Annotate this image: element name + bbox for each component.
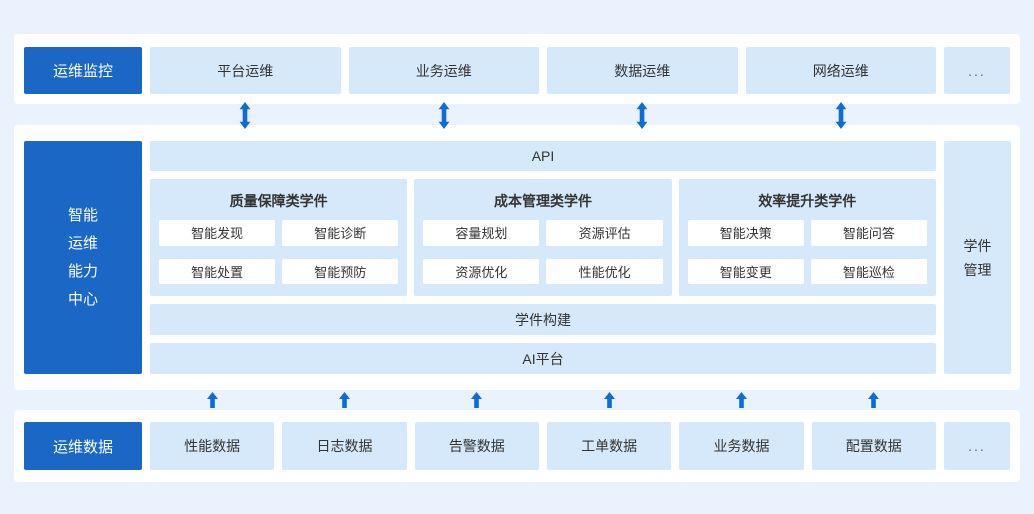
arrow-row-spacer [944,104,1010,125]
capability-cell: 智能决策 [687,220,804,246]
top-item-platform-ops: 平台运维 [150,47,341,94]
up-down-arrow-icon [636,102,648,129]
capability-cell: 容量规划 [423,220,540,246]
bottom-item-ticket-data: 工单数据 [546,422,672,470]
up-arrow-icon [338,392,350,408]
bottom-item-log-data: 日志数据 [282,422,407,470]
bottom-item-config-data: 配置数据 [811,422,936,470]
top-more-indicator: ... [944,47,1010,94]
capability-center-label: 智能 运维 能力 中心 [24,141,142,374]
capability-center-label-line: 智能 [67,206,98,224]
capability-center-label-line: 中心 [67,290,98,308]
learnware-management-line: 管理 [963,261,992,278]
up-down-arrow-icon [835,102,847,129]
top-item-business-ops: 业务运维 [348,47,539,94]
up-down-arrow-icon [239,102,251,129]
capability-cell: 智能问答 [810,220,927,246]
capability-center-band: 智能 运维 能力 中心 API 质量保障类学件 智能发现 智能诊断 智能处置 智… [14,125,1020,390]
bottom-item-business-data: 业务数据 [679,422,804,470]
arrow-row-spacer [24,104,142,125]
top-item-data-ops: 数据运维 [547,47,738,94]
up-arrow-icon [603,392,615,408]
capability-center-main: API 质量保障类学件 智能发现 智能诊断 智能处置 智能预防 成本管理类学件 … [150,141,936,374]
group-title: 质量保障类学件 [229,193,328,209]
data-band: 运维数据 性能数据 日志数据 告警数据 工单数据 业务数据 配置数据 ... [14,410,1020,482]
data-band-label: 运维数据 [24,422,142,470]
capability-cell: 资源优化 [423,258,540,284]
up-arrow-icon [206,392,218,408]
bottom-item-performance-data: 性能数据 [150,422,275,470]
bottom-arrow-row [14,390,1020,410]
monitoring-band-label: 运维监控 [24,47,142,94]
monitoring-band: 运维监控 平台运维 业务运维 数据运维 网络运维 ... [14,34,1020,104]
capability-cell: 性能优化 [546,258,663,284]
up-arrow-icon [471,392,483,408]
capability-center-label-line: 运维 [67,234,98,252]
ai-platform-bar: AI平台 [150,343,936,374]
up-arrow-icon [868,392,880,408]
group-title: 成本管理类学件 [493,193,592,209]
api-bar: API [150,141,936,171]
bottom-item-alert-data: 告警数据 [414,422,539,470]
learnware-build-bar: 学件构建 [150,304,936,335]
bottom-more-indicator: ... [943,422,1010,470]
group-efficiency-improvement: 效率提升类学件 智能决策 智能问答 智能变更 智能巡检 [678,179,936,296]
capability-cell: 智能预防 [282,258,399,284]
group-cost-management: 成本管理类学件 容量规划 资源评估 资源优化 性能优化 [414,179,672,296]
group-title: 效率提升类学件 [758,193,857,209]
top-item-network-ops: 网络运维 [745,47,936,94]
capability-cell: 智能变更 [687,258,804,284]
up-down-arrow-icon [438,102,450,129]
capability-cell: 智能诊断 [282,220,399,246]
group-quality-assurance: 质量保障类学件 智能发现 智能诊断 智能处置 智能预防 [150,179,408,296]
capability-cell: 智能处置 [159,258,276,284]
capability-cell: 智能巡检 [810,258,927,284]
up-arrow-icon [735,392,747,408]
top-arrow-row [14,102,1020,129]
capability-cell: 智能发现 [159,220,276,246]
arrow-row-spacer [24,390,142,410]
arrow-row-spacer [944,390,1010,410]
learnware-management-line: 学件 [963,237,992,254]
capability-cell: 资源评估 [546,220,663,246]
learnware-management-bar: 学件 管理 [944,141,1011,374]
capability-center-label-line: 能力 [67,262,98,280]
learnware-groups-row: 质量保障类学件 智能发现 智能诊断 智能处置 智能预防 成本管理类学件 容量规划… [150,179,936,296]
